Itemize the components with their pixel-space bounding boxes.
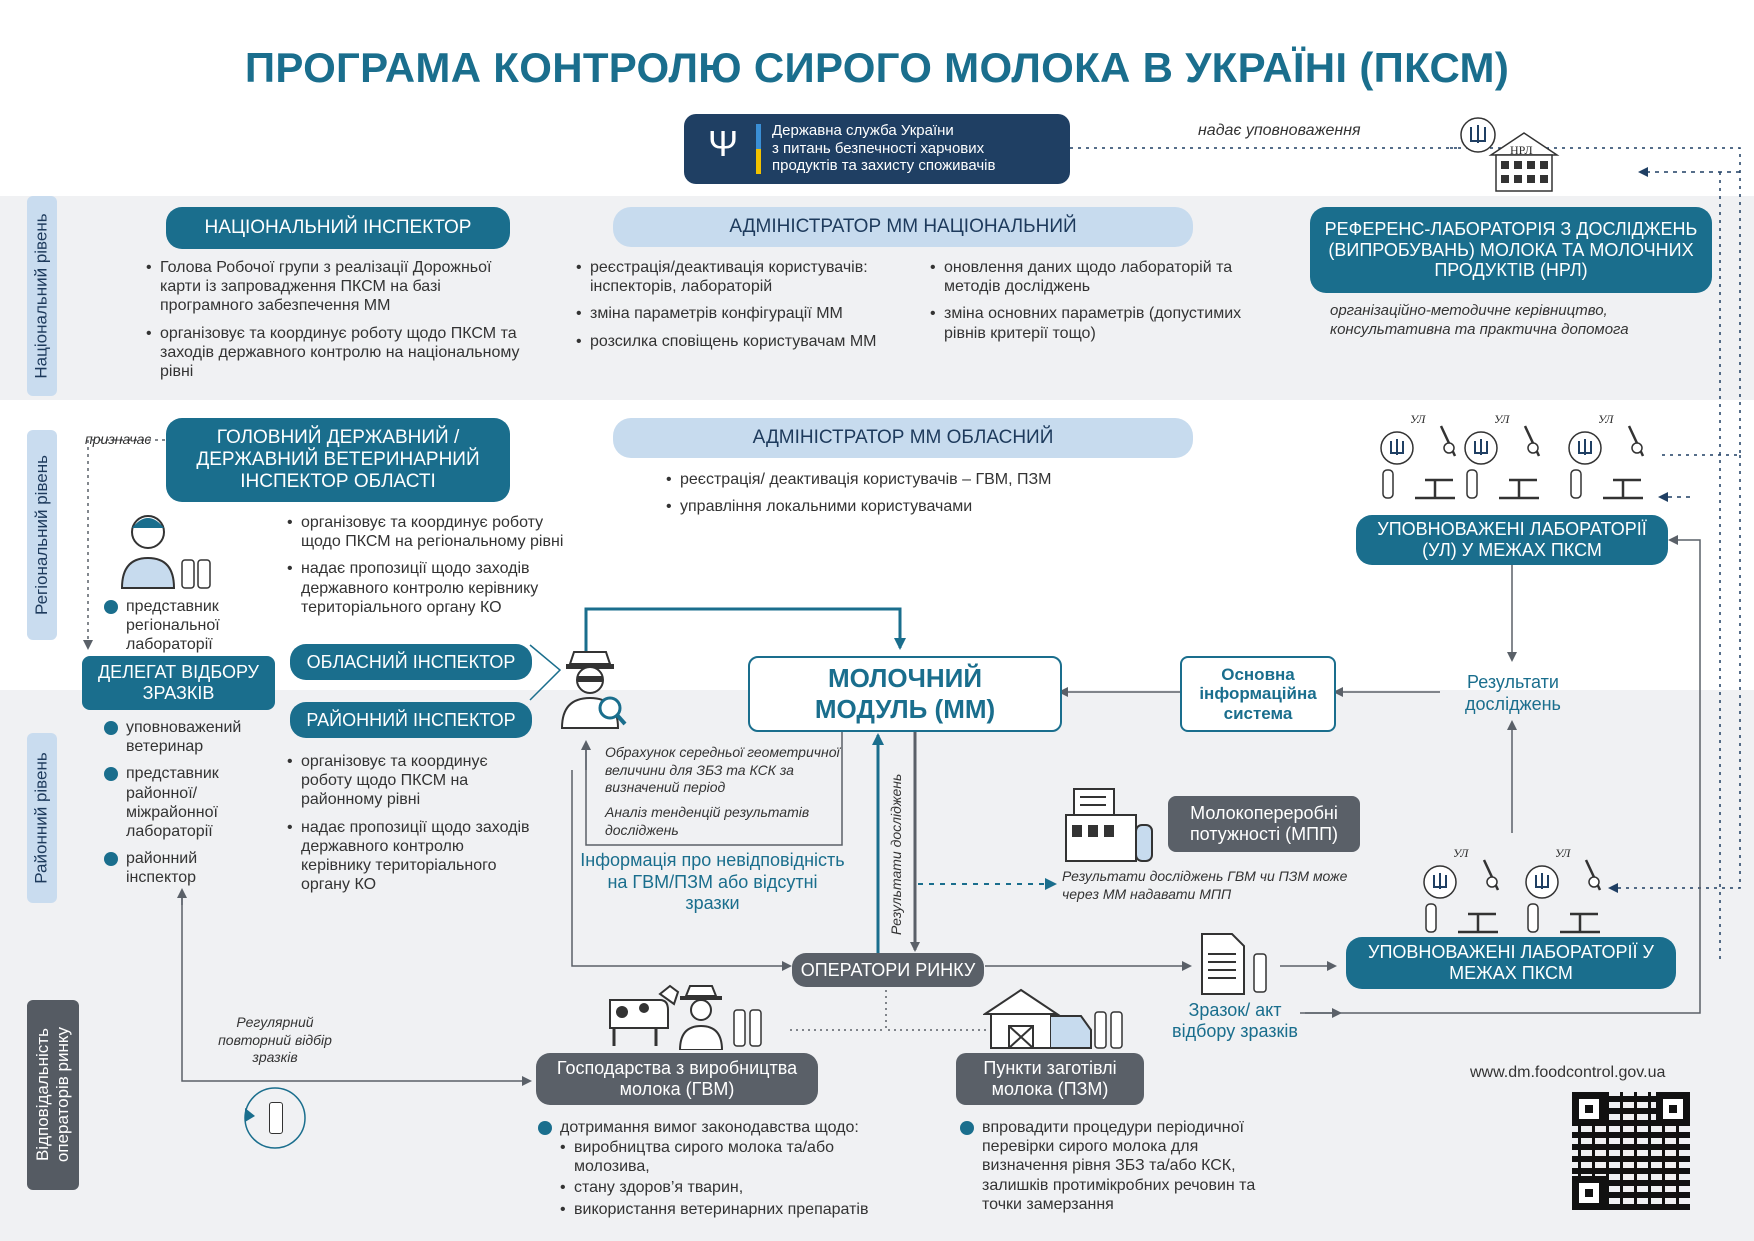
sample-document-icon — [1198, 932, 1278, 996]
farms-label: Господарства з виробництва молока (ГВМ) — [536, 1053, 818, 1105]
district-inspector-duties: організовує та координує роботу щодо ПКС… — [287, 752, 532, 902]
trident-icon: Ψ — [708, 123, 739, 164]
list-item: організовує та координує роботу щодо ПКС… — [287, 752, 532, 810]
delegate-label: ДЕЛЕГАТ ВІДБОРУ ЗРАЗКІВ — [82, 656, 275, 710]
lab-badge: УЛ — [1555, 846, 1571, 860]
regional-inspector-duties: організовує та координує роботу щодо ПКС… — [287, 513, 577, 625]
list-item: виробництва сирого молока та/або молозив… — [560, 1138, 900, 1176]
lab-badge: УЛ — [1453, 846, 1469, 860]
list-item: районний інспектор — [102, 849, 262, 887]
level-national-tab: Національний рівень — [27, 196, 57, 396]
list-item: зміна параметрів конфігурації ММ — [576, 304, 906, 323]
sample-tube-icon — [269, 1102, 283, 1134]
regular-sampling-label: Регулярний повторний відбір зразків — [218, 1014, 332, 1065]
admin-regional-label: АДМІНІСТРАТОР ММ ОБЛАСНИЙ — [613, 418, 1193, 458]
website-link[interactable]: www.dm.foodcontrol.gov.ua — [1470, 1064, 1666, 1081]
list-item: реєстрація/деактивація користувачів: інс… — [576, 258, 906, 296]
regional-rep-icon — [118, 510, 218, 590]
list-item: зміна основних параметрів (допустимих рі… — [930, 304, 1250, 342]
main-system-box: Основна інформаційна система — [1180, 656, 1336, 732]
lab-badge: УЛ — [1494, 412, 1510, 426]
list-item: реєстрація/ деактивація користувачів – Г… — [666, 470, 1106, 489]
national-inspector-duties: Голова Робочої групи з реалізації Дорожн… — [146, 258, 531, 389]
delegate-list: уповноважений ветеринар представник райо… — [102, 718, 262, 896]
list-item: оновлення даних щодо лабораторій та мето… — [930, 258, 1250, 296]
list-item: Голова Робочої групи з реалізації Дорожн… — [146, 258, 531, 316]
district-inspector-label: РАЙОННИЙ ІНСПЕКТОР — [290, 702, 532, 738]
cow-farmer-icon — [600, 980, 775, 1051]
dairy-module-label: МОЛОЧНИЙ МОДУЛЬ (ММ) — [814, 662, 996, 724]
list-item: представник районної/ міжрайонної лабора… — [102, 764, 262, 841]
gov-agency-box: Ψ Державна служба України з питань безпе… — [684, 114, 1070, 184]
nrl-label: РЕФЕРЕНС-ЛАБОРАТОРІЯ З ДОСЛІДЖЕНЬ (ВИПРО… — [1310, 207, 1712, 293]
dairy-module-box: МОЛОЧНИЙ МОДУЛЬ (ММ) — [748, 656, 1062, 732]
sample-act-label: Зразок/ акт відбору зразків — [1172, 1000, 1298, 1041]
list-item: надає пропозиції щодо заходів державного… — [287, 818, 532, 895]
analysis-text-b: Аналіз тенденцій результатів досліджень — [605, 804, 810, 838]
level-operators-tab: Відповідальність операторів ринку — [27, 1000, 79, 1190]
page-title: ПРОГРАМА КОНТРОЛЮ СИРОГО МОЛОКА В УКРАЇН… — [244, 44, 1510, 91]
nrl-badge: НРЛ — [1510, 143, 1533, 157]
mpp-note: Результати досліджень ГВМ чи ПЗМ може че… — [1062, 868, 1348, 902]
mpp-label: Молокопереробні потужності (МПП) — [1168, 796, 1360, 852]
national-inspector-label: НАЦІОНАЛЬНИЙ ІНСПЕКТОР — [166, 207, 510, 249]
list-item: дотримання вимог законодавства щодо: — [536, 1118, 896, 1137]
inspector-magnifier-icon — [558, 648, 628, 730]
qr-code[interactable] — [1572, 1092, 1690, 1210]
labs-top-icons: УЛ УЛ УЛ — [1375, 412, 1675, 502]
list-item: організовує та координує роботу щодо ПКС… — [146, 324, 531, 382]
collection-requirements: впровадити процедури періодичної перевір… — [958, 1118, 1288, 1222]
noncompliance-label: Інформація про невідповідність на ГВМ/ПЗ… — [580, 850, 845, 914]
list-item: представник регіональної лабораторії — [102, 597, 242, 655]
analysis-text-a: Обрахунок середньої геометричної величин… — [605, 744, 840, 795]
admin-regional-duties: реєстрація/ деактивація користувачів – Г… — [666, 470, 1106, 524]
list-item: управління локальними користувачами — [666, 497, 1106, 516]
level-regional-tab: Регіональний рівень — [27, 430, 57, 640]
ukraine-flag-icon — [756, 124, 761, 174]
operators-label: ОПЕРАТОРИ РИНКУ — [792, 953, 984, 987]
admin-national-duties-left: реєстрація/деактивація користувачів: інс… — [576, 258, 906, 359]
level-district-tab: Районний рівень — [27, 733, 57, 903]
regional-rep-list: представник регіональної лабораторії — [102, 597, 242, 663]
labs-top-label: УПОВНОВАЖЕНІ ЛАБОРАТОРІЇ (УЛ) У МЕЖАХ ПК… — [1356, 515, 1668, 565]
main-system-label: Основна інформаційна система — [1199, 664, 1317, 723]
nrl-note: організаційно-методичне керівництво, кон… — [1330, 302, 1629, 338]
list-item: розсилка сповіщень користувачам ММ — [576, 332, 906, 351]
collection-label: Пункти заготівлі молока (ПЗМ) — [956, 1053, 1144, 1105]
list-item: використання ветеринарних препаратів — [560, 1200, 900, 1219]
mpp-factory-icon — [1060, 785, 1160, 863]
list-item: надає пропозиції щодо заходів державного… — [287, 559, 577, 617]
results-vertical-label: Результати досліджень — [888, 773, 904, 935]
authorize-to-labs-line — [1450, 147, 1741, 456]
list-item: впровадити процедури періодичної перевір… — [958, 1118, 1288, 1214]
oblast-inspector-label: ОБЛАСНИЙ ІНСПЕКТОР — [290, 644, 532, 680]
collection-point-icon — [981, 986, 1133, 1050]
research-results-label: Результати досліджень — [1465, 672, 1561, 714]
nrl-building-icon: НРЛ — [1456, 115, 1566, 195]
list-item: стану здоров’я тварин, — [560, 1178, 900, 1197]
authorizes-label: надає уповноваження — [1198, 122, 1361, 139]
admin-national-label: АДМІНІСТРАТОР ММ НАЦІОНАЛЬНИЙ — [613, 207, 1193, 247]
list-item: організовує та координує роботу щодо ПКС… — [287, 513, 577, 551]
assigns-label: призначає — [85, 431, 152, 447]
admin-national-duties-right: оновлення даних щодо лабораторій та мето… — [930, 258, 1250, 351]
gov-agency-name: Державна служба України з питань безпечн… — [772, 122, 996, 175]
lab-badge: УЛ — [1410, 412, 1426, 426]
lab-badge: УЛ — [1598, 412, 1614, 426]
regional-inspector-label: ГОЛОВНИЙ ДЕРЖАВНИЙ / ДЕРЖАВНИЙ ВЕТЕРИНАР… — [166, 418, 510, 502]
labs-bottom-label: УПОВНОВАЖЕНІ ЛАБОРАТОРІЇ У МЕЖАХ ПКСМ — [1346, 937, 1676, 989]
farms-requirements: виробництва сирого молока та/або молозив… — [560, 1138, 900, 1221]
list-item: уповноважений ветеринар — [102, 718, 262, 756]
labs-bottom-icons: УЛ УЛ — [1418, 846, 1618, 936]
farms-lead-list: дотримання вимог законодавства щодо: — [536, 1118, 896, 1145]
